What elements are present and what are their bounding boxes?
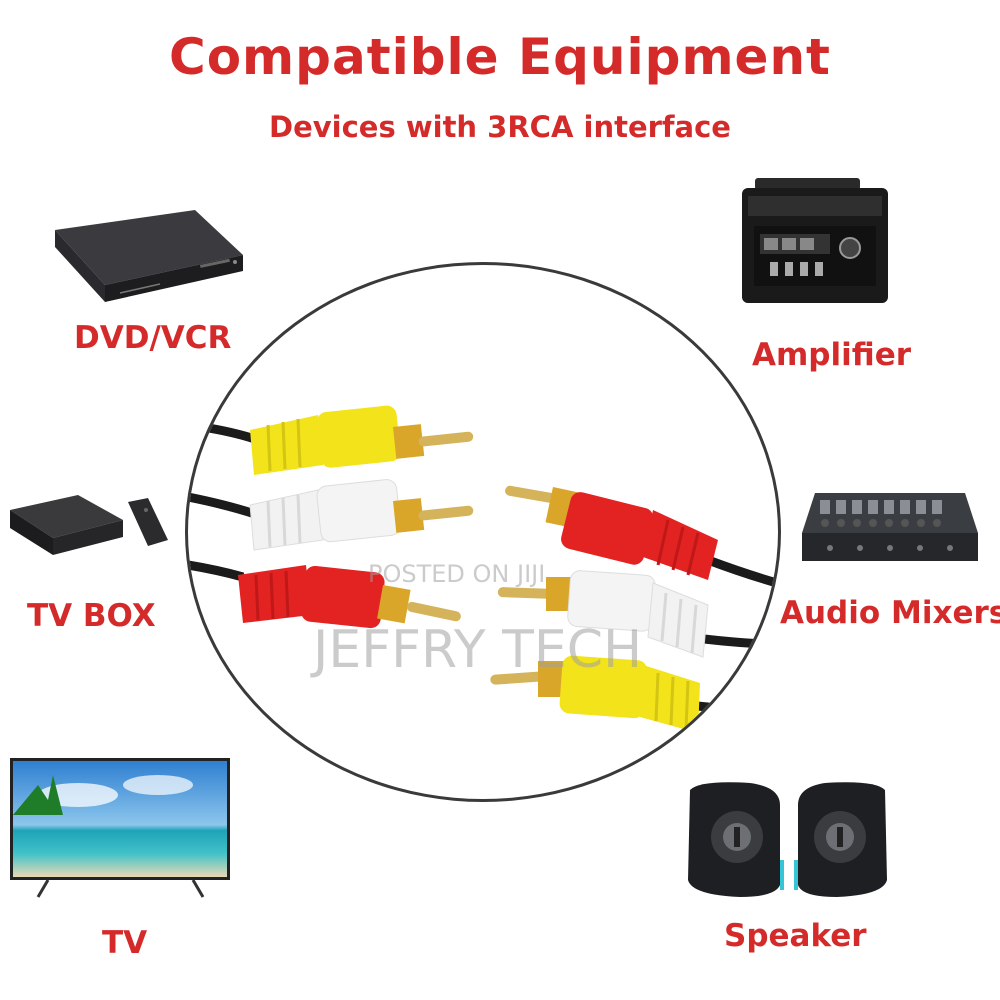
audio-mixers-label: Audio Mixers — [780, 595, 1000, 631]
dvd-vcr-label: DVD/VCR — [74, 320, 232, 356]
rca-cable-illustration — [188, 405, 778, 733]
television-icon — [8, 755, 233, 905]
tv-box-icon — [8, 490, 168, 565]
yellow-plug-left — [250, 405, 474, 475]
amplifier-icon — [740, 178, 890, 306]
speaker-label: Speaker — [724, 918, 867, 954]
page-subtitle: Devices with 3RCA interface — [269, 110, 731, 144]
tv-box-label: TV BOX — [27, 598, 156, 634]
audio-mixer-icon — [800, 488, 980, 568]
watermark-posted: POSTED ON JIJI — [368, 560, 546, 588]
white-plug-left — [249, 479, 474, 551]
white-plug-right — [497, 570, 709, 658]
red-plug-left — [238, 565, 461, 629]
rca-cable-circle: POSTED ON JIJI JEFFRY TECH — [185, 262, 781, 802]
red-plug-right — [505, 485, 718, 580]
page-title: Compatible Equipment — [169, 28, 831, 86]
yellow-plug-right — [490, 655, 700, 733]
speaker-icon — [680, 775, 895, 900]
tv-label: TV — [102, 925, 148, 961]
dvd-player-icon — [50, 205, 245, 305]
amplifier-label: Amplifier — [752, 337, 912, 373]
watermark-brand: JEFFRY TECH — [313, 620, 643, 680]
